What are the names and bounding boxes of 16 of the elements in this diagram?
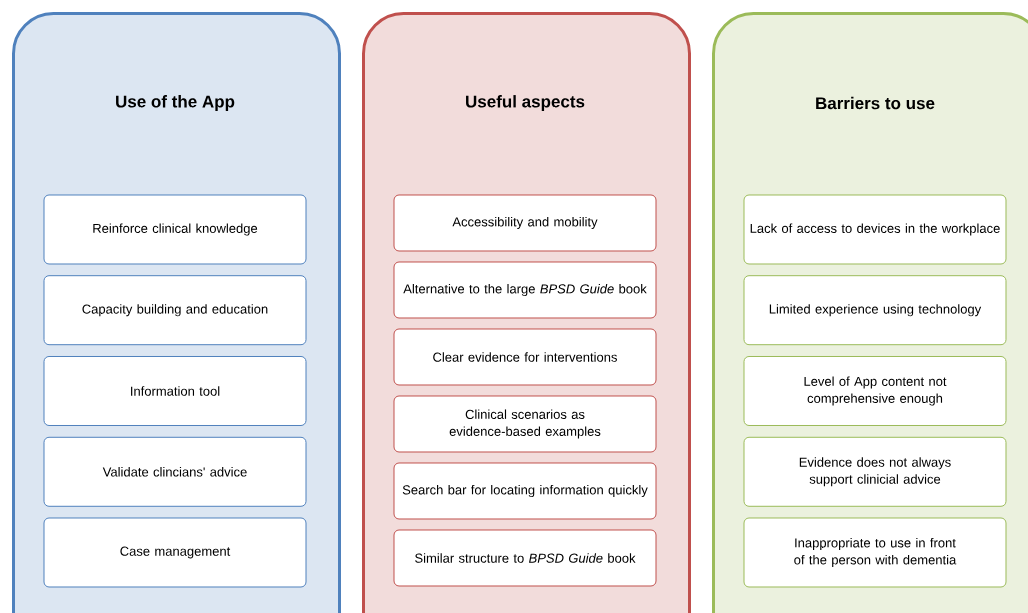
item-box: Level of App content not comprehensive enough bbox=[743, 356, 1007, 426]
item-box: Capacity building and education bbox=[43, 275, 307, 346]
item-box: Inappropriate to use in front of the person with dementia bbox=[743, 517, 1007, 588]
item-box: Clear evidence for interventions bbox=[393, 328, 657, 386]
item-box: Evidence does not always support clinicial advice bbox=[743, 436, 1007, 507]
item-box: Alternative to the large BPSD Guide book bbox=[393, 261, 657, 319]
item-box: Lack of access to devices in the workplace bbox=[743, 194, 1007, 265]
item-box: Limited experience using technology bbox=[743, 275, 1007, 346]
item-box: Reinforce clinical knowledge bbox=[43, 194, 307, 265]
item-box: Validate clincians' advice bbox=[43, 436, 307, 507]
item-box: Similar structure to BPSD Guide book bbox=[393, 529, 657, 587]
item-box: Case management bbox=[43, 517, 307, 588]
item-box: Clinical scenarios as evidence-based examples bbox=[393, 395, 657, 453]
item-box: Information tool bbox=[43, 356, 307, 426]
item-box: Search bar for locating information quickly bbox=[393, 462, 657, 520]
item-box: Accessibility and mobility bbox=[393, 194, 657, 252]
